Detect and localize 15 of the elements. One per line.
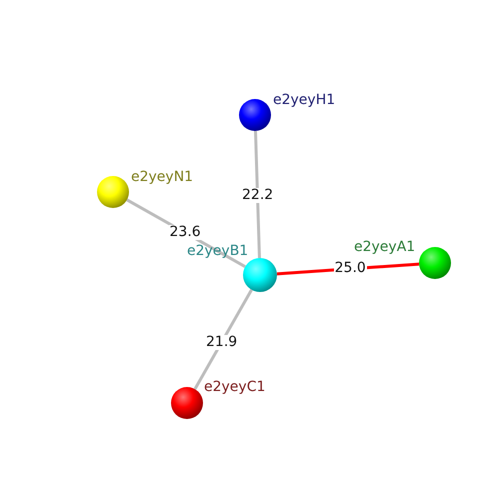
connector-line <box>194 289 253 390</box>
node-label: e2yeyB1 <box>187 243 248 259</box>
connector-line <box>254 130 261 258</box>
sphere-node <box>97 176 129 208</box>
node-label: e2yeyA1 <box>354 239 416 255</box>
sphere-node <box>419 247 451 279</box>
edge-label: 23.6 <box>168 225 202 240</box>
edge-label: 22.2 <box>241 188 274 202</box>
sphere-node <box>243 258 277 292</box>
sphere-node <box>239 99 271 131</box>
node-label: e2yeyC1 <box>204 379 266 395</box>
sphere-node <box>171 387 203 419</box>
node-label: e2yeyH1 <box>273 92 336 108</box>
edge-label: 21.9 <box>205 334 238 350</box>
node-label: e2yeyN1 <box>131 169 194 185</box>
